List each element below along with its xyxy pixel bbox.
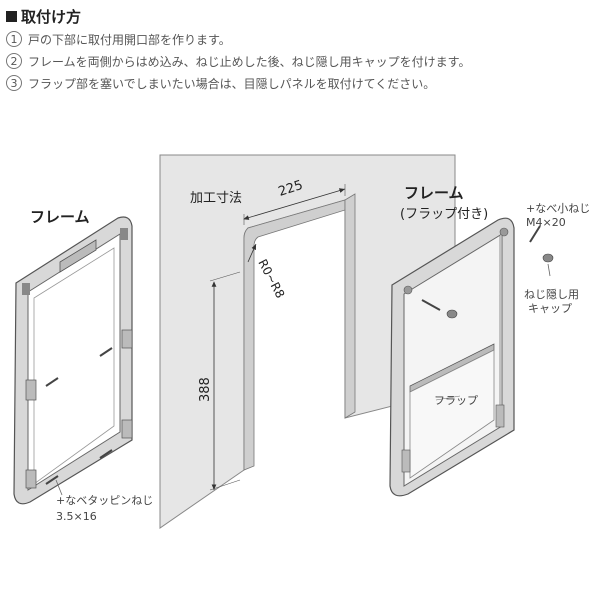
dimension-height: 388 xyxy=(198,377,213,402)
right-frame-label-2: (フラップ付き) xyxy=(400,207,488,222)
step-text-1: 戸の下部に取付用開口部を作ります。 xyxy=(28,32,231,47)
right-screw-label-1: +なべ小ねじ xyxy=(526,202,590,215)
right-frame-label-1: フレーム xyxy=(404,184,464,202)
step-2: 2 フレームを両側からはめ込み、ねじ止めした後、ねじ隠し用キャップを付けます。 xyxy=(6,50,596,72)
step-1: 1 戸の下部に取付用開口部を作ります。 xyxy=(6,28,596,50)
right-screws xyxy=(421,225,554,401)
flap-label: フラップ xyxy=(434,394,478,407)
title-bullet-icon xyxy=(6,10,17,22)
cutout-label: 加工寸法 xyxy=(190,191,242,206)
instructions-header: 取付け方 1 戸の下部に取付用開口部を作ります。 2 フレームを両側からはめ込み… xyxy=(6,4,596,94)
right-screw-label-2: M4×20 xyxy=(526,216,566,229)
step-number-1: 1 xyxy=(6,31,22,47)
step-number-3: 3 xyxy=(6,75,22,91)
left-screws xyxy=(45,347,113,496)
page-title: 取付け方 xyxy=(6,4,596,28)
step-number-2: 2 xyxy=(6,53,22,69)
cutout-dimensions xyxy=(209,184,346,491)
left-frame xyxy=(13,216,133,505)
left-frame-label: フレーム xyxy=(30,208,90,226)
page-title-text: 取付け方 xyxy=(21,7,82,26)
dimension-width: 225 xyxy=(277,178,305,200)
step-text-3: フラップ部を塞いでしまいたい場合は、目隠しパネルを取付けてください。 xyxy=(28,76,436,91)
left-screw-label-1: +なベタッピンねじ xyxy=(56,494,153,507)
cap-label-2: キャップ xyxy=(528,302,572,315)
left-screw-label-2: 3.5×16 xyxy=(56,510,97,523)
dimension-radius: R0~R8 xyxy=(255,257,287,301)
right-frame xyxy=(389,217,515,497)
step-3: 3 フラップ部を塞いでしまいたい場合は、目隠しパネルを取付けてください。 xyxy=(6,72,596,94)
step-text-2: フレームを両側からはめ込み、ねじ止めした後、ねじ隠し用キャップを付けます。 xyxy=(28,54,471,69)
cap-label-1: ねじ隠し用 xyxy=(524,288,579,301)
